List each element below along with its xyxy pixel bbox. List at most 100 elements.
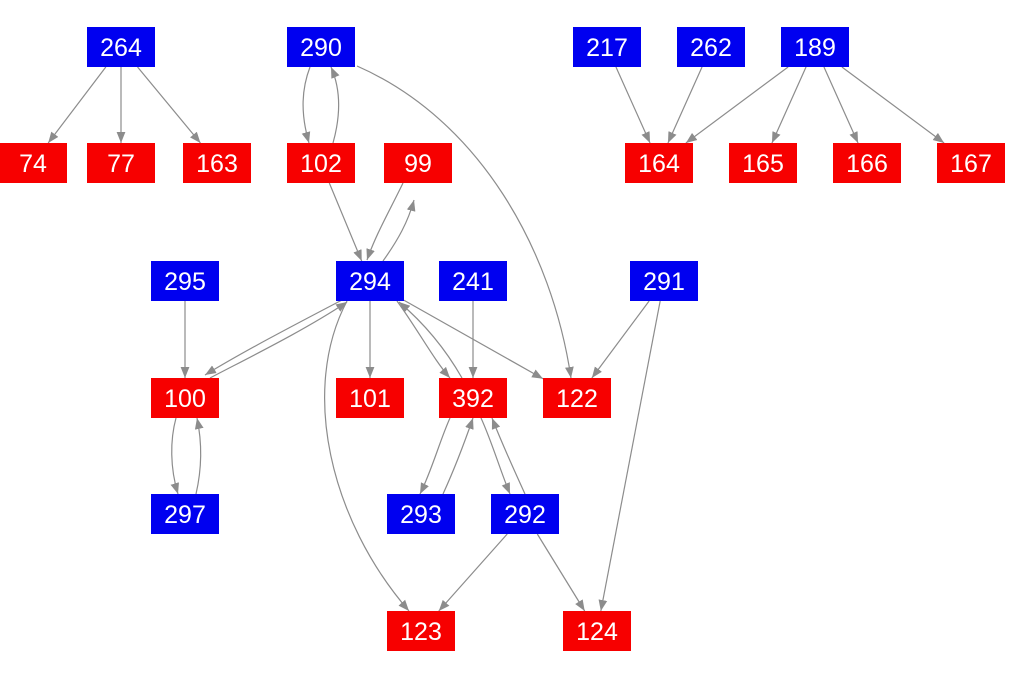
node-102-box [287,143,355,183]
node-294: 294 [336,261,404,301]
edge-189-to-164 [685,66,789,144]
node-100-label: 100 [164,385,206,413]
edges-layer [47,65,945,612]
node-290: 290 [287,27,355,67]
node-123-box [387,611,455,651]
edge-291-to-122 [591,300,650,379]
node-122: 122 [543,378,611,418]
node-74-box [0,143,67,183]
node-122-label: 122 [556,385,598,413]
edge-290-to-102 [301,66,311,144]
node-264-label: 264 [100,34,142,62]
node-166: 166 [833,143,901,183]
node-241: 241 [439,261,507,301]
edge-217-to-164 [615,66,651,144]
node-262-box [677,27,745,67]
node-189: 189 [781,27,849,67]
nodes-layer: 264 290 217 262 189 74 77 163 102 99 164 165 166 167 2… [0,27,1005,651]
node-163-box [183,143,251,183]
node-99-box [384,143,452,183]
node-102-label: 102 [300,150,342,178]
node-167: 167 [937,143,1005,183]
node-189-label: 189 [794,34,836,62]
edge-189-to-166 [823,66,859,144]
edge-102-to-294 [328,182,363,262]
node-217-box [573,27,641,67]
edge-189-to-165 [771,66,807,144]
node-77-label: 77 [107,150,135,178]
node-294-box [336,261,404,301]
node-264-box [87,27,155,67]
node-217-label: 217 [586,34,628,62]
edge-262-to-164 [667,66,703,144]
edge-294-to-392 [396,300,451,379]
node-165-box [729,143,797,183]
node-124-box [563,611,631,651]
node-392-label: 392 [452,385,494,413]
node-295-box [151,261,219,301]
node-392: 392 [439,378,507,418]
edge-392-to-294 [398,301,463,379]
node-290-box [287,27,355,67]
edge-290-to-122 [356,65,574,379]
node-293: 293 [387,494,455,534]
node-392-box [439,378,507,418]
edge-292-to-124 [536,533,586,612]
node-100: 100 [151,378,219,418]
edge-294-to-123 [324,300,410,612]
node-164-box [625,143,693,183]
node-164: 164 [625,143,693,183]
node-295-label: 295 [164,268,206,296]
node-167-label: 167 [950,150,992,178]
node-99: 99 [384,143,452,183]
node-122-box [543,378,611,418]
edge-291-to-124 [598,300,661,612]
node-101: 101 [336,378,404,418]
edge-100-to-294 [209,301,348,379]
edge-264-to-163 [137,66,201,144]
node-165-label: 165 [742,150,784,178]
node-77: 77 [87,143,155,183]
node-264: 264 [87,27,155,67]
edge-292-to-392 [491,417,526,495]
node-262: 262 [677,27,745,67]
node-241-label: 241 [452,268,494,296]
node-165: 165 [729,143,797,183]
edge-189-to-167 [841,66,945,144]
node-123: 123 [387,611,455,651]
node-291-label: 291 [643,268,685,296]
node-124-label: 124 [576,618,618,646]
node-297-label: 297 [164,501,206,529]
node-164-label: 164 [638,150,680,178]
node-167-box [937,143,1005,183]
node-101-label: 101 [349,385,391,413]
edge-102-to-290 [330,66,340,144]
edge-294-to-99 [382,199,416,262]
node-163: 163 [183,143,251,183]
node-74-label: 74 [19,150,47,178]
edge-264-to-74 [47,66,107,144]
node-102: 102 [287,143,355,183]
node-163-label: 163 [196,150,238,178]
node-291-box [630,261,698,301]
node-166-label: 166 [846,150,888,178]
node-123-label: 123 [400,618,442,646]
edge-297-to-100 [194,417,204,495]
node-297-box [151,494,219,534]
edge-294-to-100 [204,299,343,376]
edge-292-to-123 [438,533,508,612]
node-241-box [439,261,507,301]
node-290-label: 290 [300,34,342,62]
node-101-box [336,378,404,418]
edge-392-to-292 [480,417,511,495]
edge-293-to-392 [442,417,474,495]
edge-100-to-297 [170,417,179,495]
node-262-label: 262 [690,34,732,62]
node-292: 292 [491,494,559,534]
node-295: 295 [151,261,219,301]
node-166-box [833,143,901,183]
node-74: 74 [0,143,67,183]
edge-392-to-293 [419,417,451,495]
node-291: 291 [630,261,698,301]
